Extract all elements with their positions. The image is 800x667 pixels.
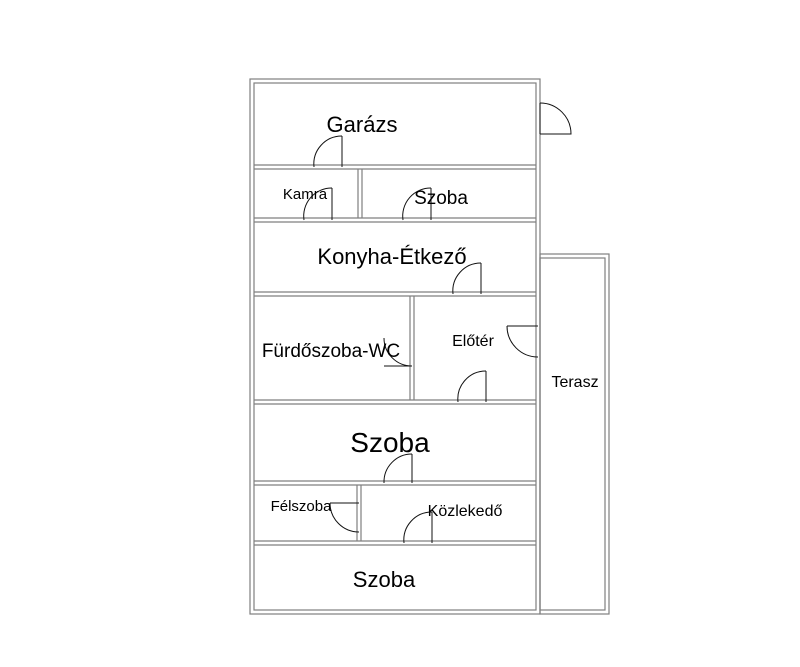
door-eloter-exterior xyxy=(506,325,539,358)
door-konyha xyxy=(452,262,482,295)
room-label-kamra: Kamra xyxy=(283,186,328,203)
door-kozlekedo xyxy=(403,511,433,544)
room-label-kozlekedo: Közlekedő xyxy=(428,503,503,520)
room-label-garazs: Garázs xyxy=(327,112,398,137)
room-label-terasz: Terasz xyxy=(551,374,598,391)
room-label-szoba-mid: Szoba xyxy=(350,427,430,458)
room-label-eloter: Előtér xyxy=(452,333,494,350)
door-eloter-szoba xyxy=(457,370,487,403)
room-label-szoba-top: Szoba xyxy=(414,188,468,209)
terrace-wall xyxy=(539,253,610,615)
door-szoba-mid xyxy=(383,453,413,484)
door-garage-exterior xyxy=(539,102,572,135)
room-label-konyha-etkezo: Konyha-Étkező xyxy=(317,244,466,269)
room-label-szoba-bottom: Szoba xyxy=(353,567,416,592)
door-garage-konyha xyxy=(313,135,343,168)
room-label-furdoszoba-wc: Fürdőszoba-WC xyxy=(262,341,400,362)
room-label-felszoba: Félszoba xyxy=(271,498,333,515)
door-kamra xyxy=(303,187,333,221)
door-szoba-top xyxy=(402,187,432,221)
door-felszoba xyxy=(329,502,360,533)
door-furdo xyxy=(383,337,413,367)
interior-walls xyxy=(254,164,536,546)
